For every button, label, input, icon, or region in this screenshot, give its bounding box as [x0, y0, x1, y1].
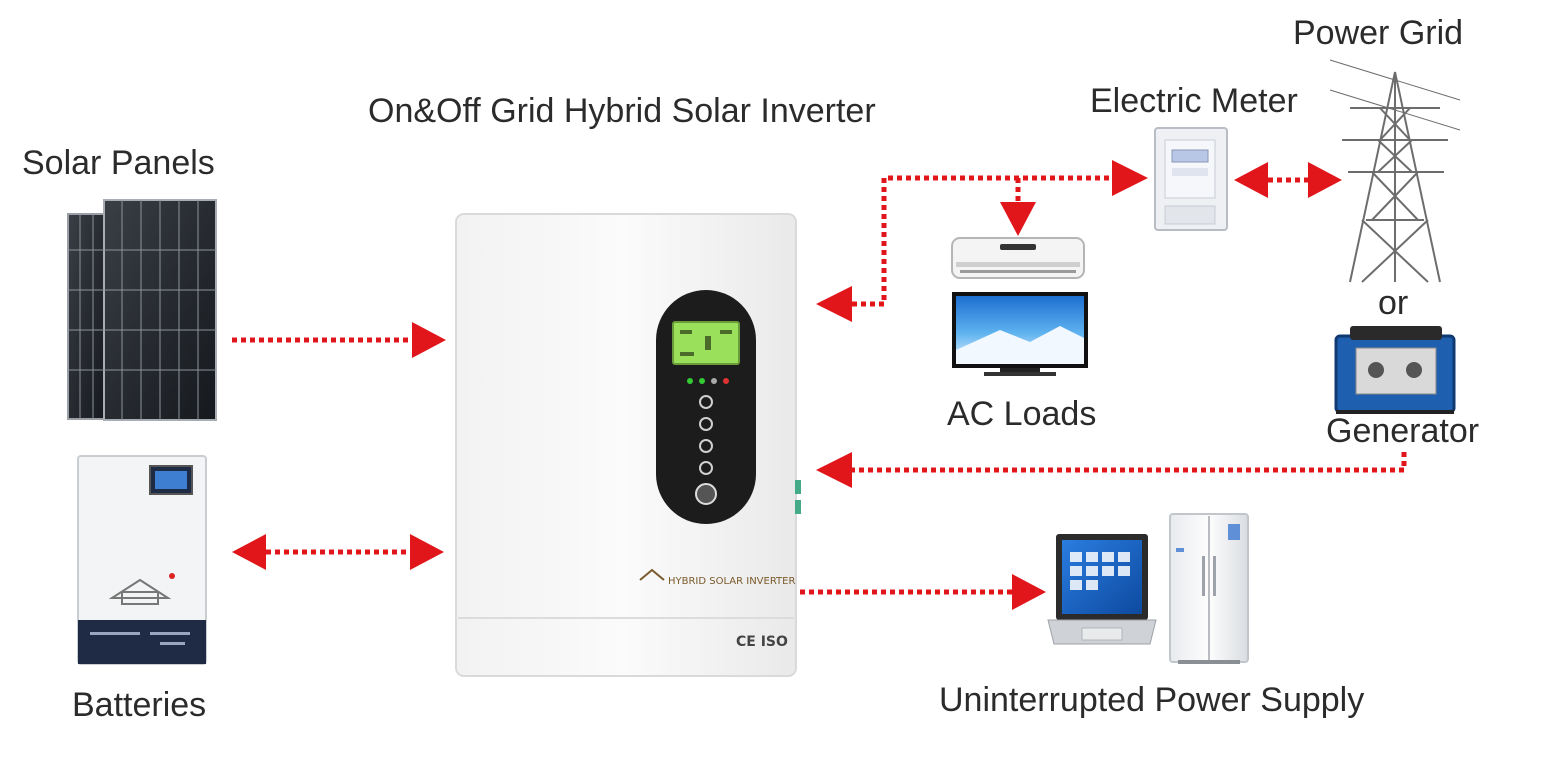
arrow-meter-grid [1234, 162, 1342, 198]
inverter-title: On&Off Grid Hybrid Solar Inverter [368, 92, 876, 130]
arrow-generator-to-inverter [816, 452, 1407, 488]
certification-marks: CE ISO [736, 634, 788, 650]
ups-label: Uninterrupted Power Supply [939, 681, 1365, 719]
arrow-solar-to-inverter [232, 322, 446, 358]
inverter-icon: HYBRID SOLAR INVERTER CE ISO [455, 213, 801, 677]
refrigerator-icon [1169, 513, 1249, 664]
solar-panels-label: Solar Panels [22, 144, 215, 182]
air-conditioner-icon [951, 237, 1085, 279]
electric-meter-label: Electric Meter [1090, 82, 1298, 120]
laptop-icon [1047, 534, 1157, 645]
arrow-meter-inverter-loads [816, 160, 1148, 322]
battery-icon [77, 455, 207, 665]
batteries-label: Batteries [72, 686, 207, 724]
television-icon [952, 292, 1088, 376]
generator-icon [1334, 326, 1456, 414]
power-grid-label: Power Grid [1293, 14, 1464, 52]
electric-meter-icon [1154, 127, 1228, 231]
generator-label: Generator [1326, 412, 1480, 450]
arrow-inverter-to-ups [800, 574, 1046, 610]
arrow-battery-inverter [232, 534, 444, 570]
inverter-brand-text: HYBRID SOLAR INVERTER [668, 576, 795, 587]
solar-panel-icon [67, 199, 217, 421]
power-tower-icon [1329, 59, 1461, 283]
ac-loads-label: AC Loads [947, 395, 1097, 433]
or-label: or [1378, 284, 1409, 322]
